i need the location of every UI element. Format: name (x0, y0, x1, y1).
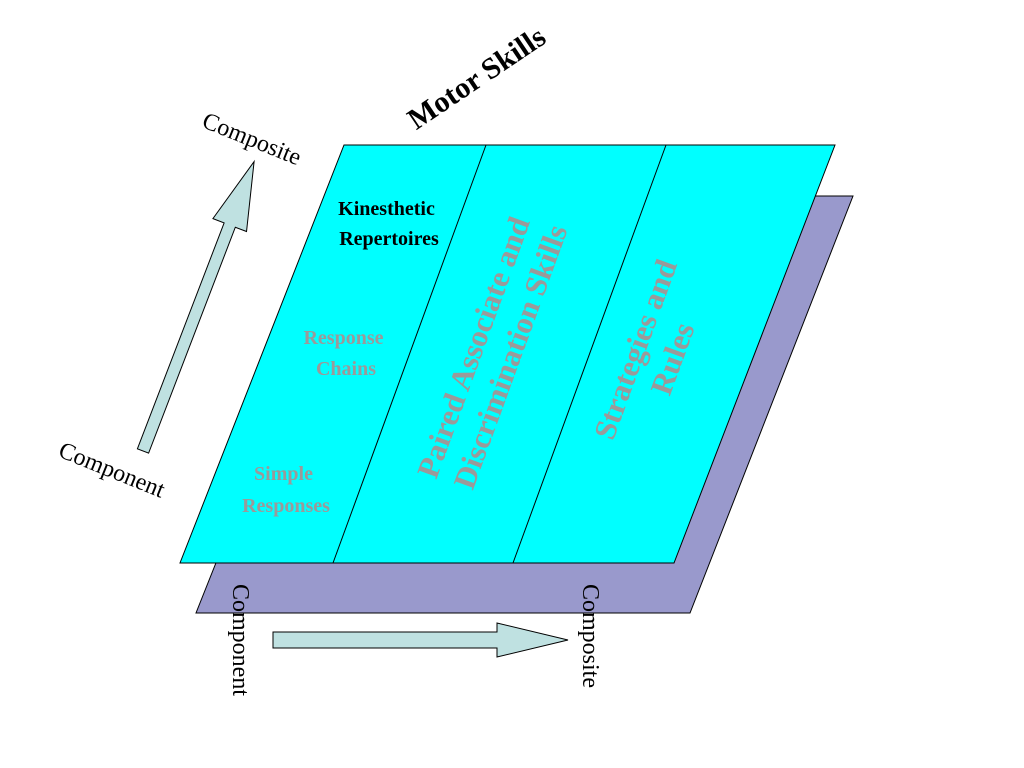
horizontal-axis-arrow (272, 622, 569, 658)
horizontal-axis-start-label: Component (227, 584, 253, 696)
simple-responses-label: Simple Responses (242, 463, 330, 517)
vertical-axis-start-label: Component (55, 437, 169, 503)
vertical-axis-end-label: Composite (199, 108, 305, 171)
horizontal-axis-end-label: Composite (577, 584, 603, 688)
column-divider-1 (332, 144, 487, 564)
response-chains-label: Response Chains (303, 327, 388, 380)
vertical-axis-arrow (136, 159, 255, 454)
kinesthetic-repertoires-label: Kinesthetic Repertoires (338, 198, 440, 250)
front-plane (179, 144, 836, 564)
column-divider-2 (512, 144, 667, 564)
diagram-title: Motor Skills (402, 20, 552, 136)
